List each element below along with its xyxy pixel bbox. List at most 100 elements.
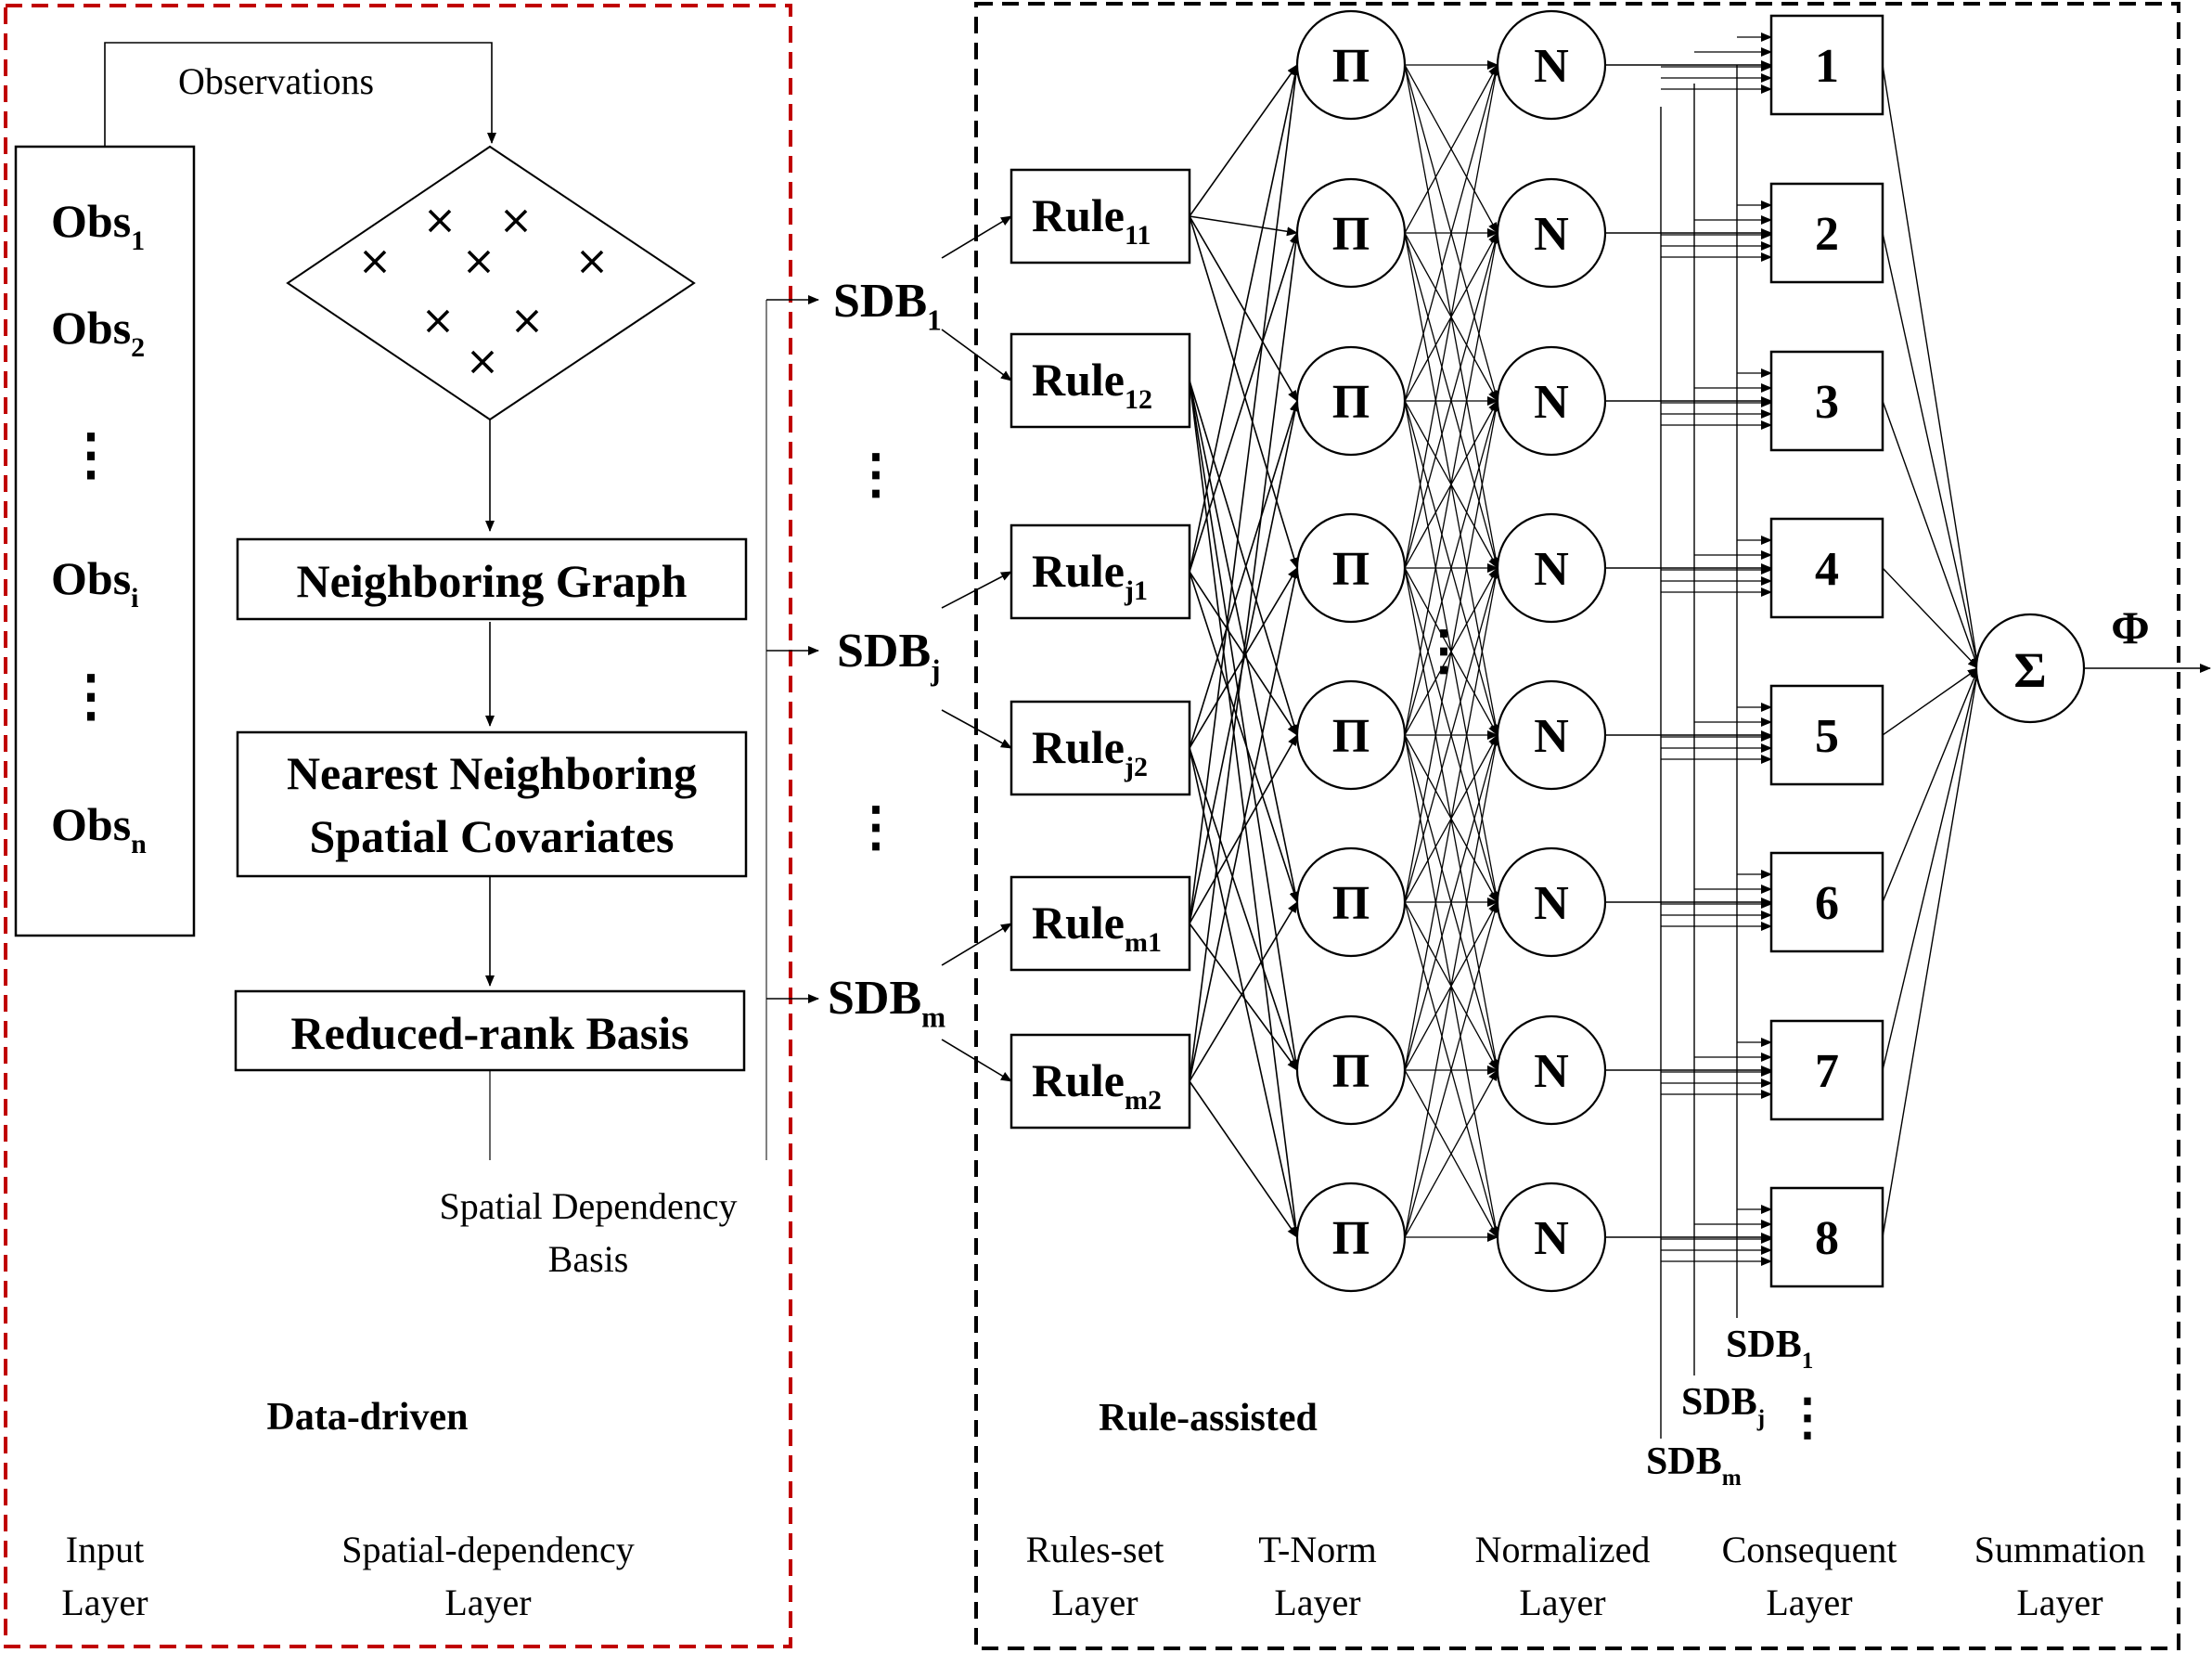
tnorm-to-norm-7-6 xyxy=(1404,1069,1498,1238)
obs-label-1-base: Obs xyxy=(51,302,131,354)
consequent-label-2: 3 xyxy=(1815,376,1839,429)
consequent-sdb-label-0-base: SDB xyxy=(1726,1324,1802,1366)
tnorm-node-0 xyxy=(1295,9,1407,121)
data-driven-title: Data-driven xyxy=(267,1396,469,1439)
rule-label-1: Rule12 xyxy=(1032,354,1152,415)
tnorm-to-norm-6-3 xyxy=(1404,567,1500,1071)
sdb-output-2: SDBm xyxy=(828,972,945,1034)
consequent-sdb-label-2-base: SDB xyxy=(1646,1440,1722,1483)
network-wires xyxy=(941,32,1982,1266)
rule-box-0 xyxy=(1010,168,1191,265)
spatial-dependency-basis-label: Spatial Dependency xyxy=(440,1185,738,1227)
sdb-output-1-sub: j xyxy=(930,654,940,687)
norm-node-3 xyxy=(1496,512,1607,624)
tnorm-symbol-5: Π xyxy=(1332,877,1370,930)
tnorm-symbol-3: Π xyxy=(1332,543,1370,596)
rule-label-1-sub: 12 xyxy=(1125,384,1152,415)
output-symbol: Φ xyxy=(2111,601,2149,653)
consequent-sdb-ellipsis: ⋮ xyxy=(1782,1389,1833,1445)
norm-node-1 xyxy=(1496,177,1607,289)
rule-assisted-title: Rule-assisted xyxy=(1099,1397,1318,1440)
observations-scatter-diamond xyxy=(286,145,696,421)
norm-symbol-5: N xyxy=(1534,877,1569,930)
data-driven-panel xyxy=(4,4,792,1648)
tnorm-to-norm-5-3 xyxy=(1404,567,1499,903)
rule-to-tnorm-1-1 xyxy=(1189,232,1299,573)
consequent-to-sum-3 xyxy=(1882,567,1979,669)
scatter-point-6 xyxy=(515,309,539,333)
consequent-label-6: 7 xyxy=(1815,1045,1839,1098)
rule-to-tnorm-4-1 xyxy=(1189,571,1298,736)
rule-box-5 xyxy=(1010,1033,1191,1130)
layer-label-0-line1: Rules-set xyxy=(1026,1529,1164,1570)
obs-ellipsis-4: ⋮ xyxy=(63,665,119,727)
obs-label-3-base: Obs xyxy=(51,552,131,604)
tnorm-to-norm-3-1 xyxy=(1404,232,1499,569)
sdb-to-rule-arrow-1 xyxy=(941,329,1012,381)
sdb-to-rule-arrow-5 xyxy=(941,1039,1012,1082)
sdb-to-rule-arrow-3 xyxy=(941,709,1012,749)
rule-to-tnorm-5-0 xyxy=(1189,380,1300,903)
consequent-label-5: 6 xyxy=(1815,877,1839,930)
spatial-covariates-label: Spatial Covariates xyxy=(309,810,674,862)
nearest-neighboring-label: Nearest Neighboring xyxy=(287,747,697,799)
obs-label-0-base: Obs xyxy=(51,195,131,247)
summation-symbol: Σ xyxy=(2013,642,2046,698)
obs-label-5-base: Obs xyxy=(51,798,131,850)
consequent-to-sum-2 xyxy=(1882,400,1980,669)
rule-box-2 xyxy=(1010,523,1191,620)
consequent-box-2 xyxy=(1769,350,1884,452)
tnorm-to-norm-7-5 xyxy=(1404,901,1499,1238)
tnorm-node-4 xyxy=(1295,679,1407,791)
layer-label-1-line1: T-Norm xyxy=(1258,1529,1376,1570)
obs-label-5: Obsn xyxy=(51,798,147,859)
consequent-sdb-label-0-sub: 1 xyxy=(1802,1349,1814,1374)
consequent-sdb-label-2: SDBm xyxy=(1646,1440,1742,1491)
input-layer-label-2: Layer xyxy=(61,1582,148,1623)
obs-label-0-sub: 1 xyxy=(131,226,145,256)
tnorm-to-norm-7-4 xyxy=(1404,734,1500,1238)
sdb-output-0-sub: 1 xyxy=(927,304,942,337)
rule-label-3-base: Rule xyxy=(1032,721,1125,773)
rule-label-2: Rulej1 xyxy=(1032,545,1148,606)
tnorm-node-6 xyxy=(1295,1014,1407,1126)
norm-symbol-1: N xyxy=(1534,208,1569,261)
scatter-point-1 xyxy=(504,209,528,233)
rule-label-3-sub: j2 xyxy=(1124,752,1148,782)
rule-label-5: Rulem2 xyxy=(1032,1054,1162,1116)
rule-to-tnorm-7-2 xyxy=(1189,1080,1298,1238)
norm-node-7 xyxy=(1496,1182,1607,1293)
rule-to-tnorm-0-2 xyxy=(1189,64,1301,924)
tnorm-symbol-7: Π xyxy=(1332,1212,1370,1265)
consequent-box-5 xyxy=(1769,851,1884,953)
spatial-dependency-basis-label-2: Basis xyxy=(548,1238,629,1280)
norm-symbol-6: N xyxy=(1534,1045,1569,1098)
sdb-gap-ellipsis-0: ⋮ xyxy=(849,444,903,504)
rule-to-tnorm-6-1 xyxy=(1189,747,1299,1071)
rule-label-4: Rulem1 xyxy=(1032,897,1162,958)
layer-label-4-line2: Layer xyxy=(2016,1582,2103,1623)
layer-label-0-line2: Layer xyxy=(1051,1582,1138,1623)
sdb-to-rule-arrow-2 xyxy=(941,571,1012,609)
norm-node-4 xyxy=(1496,679,1607,791)
rule-label-2-sub: j1 xyxy=(1124,575,1148,606)
rule-to-tnorm-6-0 xyxy=(1189,380,1301,1071)
rule-box-3 xyxy=(1010,700,1191,796)
layer-label-2-line1: Normalized xyxy=(1475,1529,1651,1570)
rule-to-tnorm-3-0 xyxy=(1189,215,1299,569)
nearest-neighboring-box xyxy=(236,730,748,878)
consequent-box-0 xyxy=(1769,14,1884,116)
scatter-point-3 xyxy=(467,250,491,274)
tnorm-symbol-4: Π xyxy=(1332,710,1370,763)
consequent-sdb-label-1-sub: j xyxy=(1756,1406,1765,1431)
rule-label-5-base: Rule xyxy=(1032,1054,1125,1106)
consequent-label-3: 4 xyxy=(1815,543,1839,596)
layer-label-3-line2: Layer xyxy=(1766,1582,1852,1623)
tnorm-to-norm-4-1 xyxy=(1404,232,1500,736)
consequent-label-4: 5 xyxy=(1815,710,1839,763)
